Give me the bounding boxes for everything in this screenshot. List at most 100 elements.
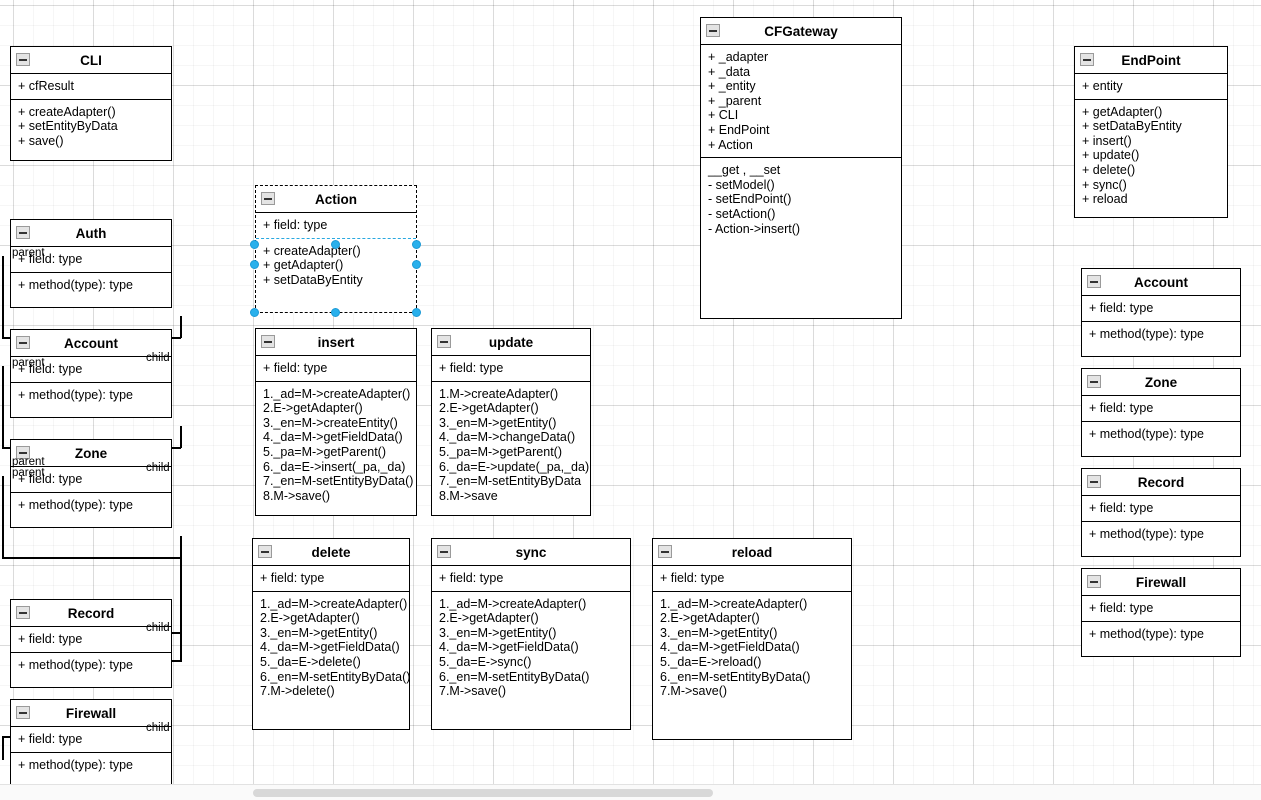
- uml-class-name: EndPoint: [1121, 53, 1181, 68]
- uml-class-action[interactable]: Action+ field: type+ createAdapter()+ ge…: [255, 185, 417, 313]
- minus-box-icon[interactable]: [1087, 475, 1101, 488]
- uml-member: 7.M->save(): [439, 684, 507, 699]
- connector-segment: [180, 316, 182, 338]
- uml-member: + _data: [708, 64, 751, 79]
- uml-class-name: Auth: [75, 226, 107, 241]
- uml-class-section-0: + _adapter+ _data+ _entity+ _parent+ CLI…: [701, 45, 901, 159]
- uml-member: 1._ad=M->createAdapter(): [439, 596, 587, 611]
- uml-class-section-1: 1._ad=M->createAdapter()2.E->getAdapter(…: [256, 381, 416, 509]
- uml-class-section-1: + method(type): type: [11, 652, 171, 678]
- uml-class-name: insert: [317, 335, 355, 350]
- uml-member: + field: type: [439, 571, 504, 585]
- edge-label: child: [146, 462, 170, 474]
- minus-box-icon[interactable]: [437, 335, 451, 348]
- uml-class-section-0: + field: type: [432, 356, 590, 382]
- minus-box-icon[interactable]: [1080, 53, 1094, 66]
- uml-class-account-left[interactable]: Account+ field: type+ method(type): type: [10, 329, 172, 418]
- minus-box-icon[interactable]: [16, 706, 30, 719]
- minus-box-icon[interactable]: [437, 545, 451, 558]
- minus-box-icon[interactable]: [658, 545, 672, 558]
- uml-member: 5._pa=M->getParent(): [263, 444, 386, 459]
- uml-member: 6._da=E->update(_pa,_da): [439, 459, 590, 474]
- horizontal-scrollbar[interactable]: [0, 784, 1261, 800]
- uml-class-header: delete: [253, 539, 409, 566]
- uml-class-firewall-right[interactable]: Firewall+ field: type+ method(type): typ…: [1081, 568, 1241, 657]
- uml-class-section-0: + field: type: [11, 467, 171, 493]
- resize-handle-7[interactable]: [412, 308, 421, 317]
- minus-box-icon[interactable]: [16, 53, 30, 66]
- uml-class-header: update: [432, 329, 590, 356]
- uml-class-header: Record: [1082, 469, 1240, 496]
- minus-box-icon[interactable]: [16, 336, 30, 349]
- uml-class-section-0: + field: type: [1082, 396, 1240, 422]
- minus-box-icon[interactable]: [1087, 575, 1101, 588]
- resize-handle-0[interactable]: [250, 240, 259, 249]
- uml-class-cli[interactable]: CLI+ cfResult+ createAdapter()+ setEntit…: [10, 46, 172, 161]
- minus-box-icon[interactable]: [706, 24, 720, 37]
- edge-label: child: [146, 722, 170, 734]
- uml-member: 3._en=M->getEntity(): [439, 625, 557, 640]
- uml-class-section-1: + method(type): type: [11, 382, 171, 408]
- uml-member: + Action: [708, 137, 753, 152]
- uml-member: 4._da=M->getFieldData(): [260, 640, 400, 655]
- uml-class-header: Zone: [11, 440, 171, 467]
- uml-class-header: Firewall: [1082, 569, 1240, 596]
- uml-class-section-1: 1.M->createAdapter()2.E->getAdapter()3._…: [432, 381, 590, 509]
- horizontal-scrollbar-thumb[interactable]: [253, 789, 713, 797]
- uml-class-header: CLI: [11, 47, 171, 74]
- uml-class-header: Account: [1082, 269, 1240, 296]
- uml-member: 3._en=M->getEntity(): [260, 625, 378, 640]
- uml-member: + field: type: [660, 571, 725, 585]
- minus-box-icon[interactable]: [16, 446, 30, 459]
- uml-class-header: insert: [256, 329, 416, 356]
- minus-box-icon[interactable]: [1087, 275, 1101, 288]
- connector-segment: [2, 366, 4, 448]
- minus-box-icon[interactable]: [261, 192, 275, 205]
- uml-member: + field: type: [18, 252, 83, 266]
- uml-member: - setModel(): [708, 177, 775, 192]
- uml-member: 2.E->getAdapter(): [439, 611, 539, 626]
- resize-handle-4[interactable]: [412, 260, 421, 269]
- uml-class-firewall-left[interactable]: Firewall+ field: type+ method(type): typ…: [10, 699, 172, 788]
- uml-member: + _entity: [708, 79, 756, 94]
- uml-member: + method(type): type: [1089, 426, 1204, 441]
- uml-class-auth[interactable]: Auth+ field: type+ method(type): type: [10, 219, 172, 308]
- uml-class-record-right[interactable]: Record+ field: type+ method(type): type: [1081, 468, 1241, 557]
- uml-class-section-0: + field: type: [1082, 496, 1240, 522]
- uml-class-record-left[interactable]: Record+ field: type+ method(type): type: [10, 599, 172, 688]
- minus-box-icon[interactable]: [1087, 375, 1101, 388]
- connector-segment: [2, 736, 4, 760]
- uml-member: 5._da=E->sync(): [439, 654, 532, 669]
- uml-member: 4._da=M->getFieldData(): [263, 430, 403, 445]
- uml-class-name: Account: [64, 336, 118, 351]
- uml-class-endpoint[interactable]: EndPoint+ entity+ getAdapter()+ setDataB…: [1074, 46, 1228, 218]
- uml-member: + method(type): type: [18, 497, 133, 512]
- uml-member: + reload: [1082, 192, 1128, 207]
- minus-box-icon[interactable]: [16, 226, 30, 239]
- resize-handle-6[interactable]: [331, 308, 340, 317]
- minus-box-icon[interactable]: [16, 606, 30, 619]
- minus-box-icon[interactable]: [258, 545, 272, 558]
- uml-member: + update(): [1082, 148, 1140, 163]
- uml-class-zone-right[interactable]: Zone+ field: type+ method(type): type: [1081, 368, 1241, 457]
- uml-member: + CLI: [708, 108, 739, 123]
- minus-box-icon[interactable]: [261, 335, 275, 348]
- resize-handle-1[interactable]: [331, 240, 340, 249]
- uml-class-section-1: + getAdapter()+ setDataByEntity+ insert(…: [1075, 99, 1227, 212]
- uml-class-account-right[interactable]: Account+ field: type+ method(type): type: [1081, 268, 1241, 357]
- resize-handle-5[interactable]: [250, 308, 259, 317]
- resize-handle-2[interactable]: [412, 240, 421, 249]
- resize-handle-3[interactable]: [250, 260, 259, 269]
- uml-class-zone-left[interactable]: Zone+ field: type + method(type): type: [10, 439, 172, 528]
- uml-class-header: Record: [11, 600, 171, 627]
- uml-member: + insert(): [1082, 133, 1132, 148]
- uml-member: 1.M->createAdapter(): [439, 386, 559, 401]
- uml-class-header: Auth: [11, 220, 171, 247]
- uml-class-cfgateway[interactable]: CFGateway+ _adapter+ _data+ _entity+ _pa…: [700, 17, 902, 319]
